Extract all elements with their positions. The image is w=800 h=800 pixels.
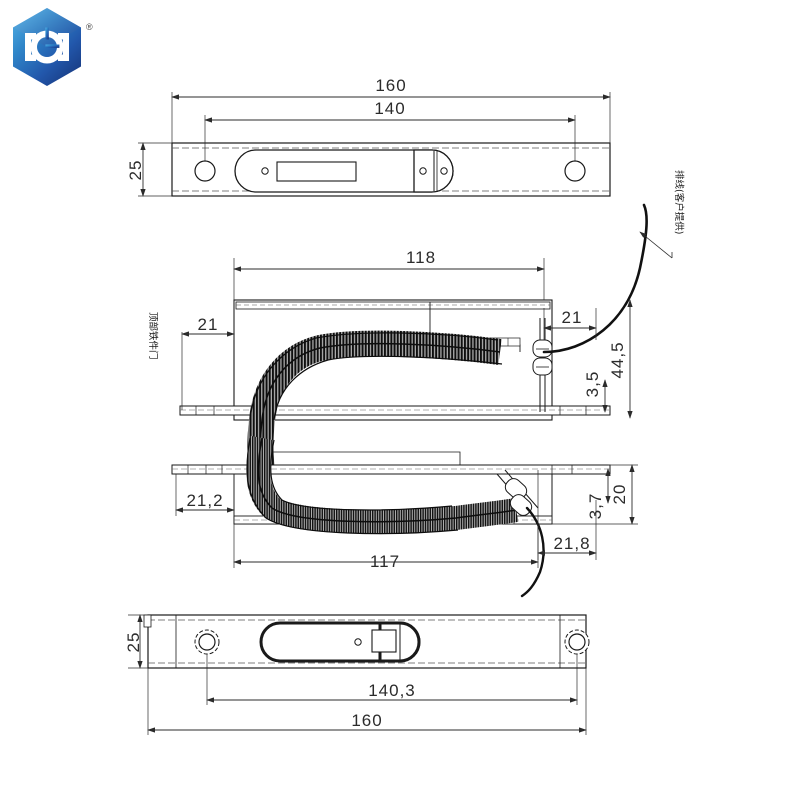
dim-140-3: 140,3 [206,654,578,705]
dim-label-25-bottom: 25 [124,632,143,653]
side-view-lower: 21,2 117 21,8 3,7 20 [171,435,638,598]
braided-cable-lower [246,435,519,535]
dim-label-140-3: 140,3 [368,681,416,700]
dim-label-140: 140 [374,99,405,118]
dim-label-44-5: 44,5 [608,341,627,378]
upper-bottom-rail [179,405,611,416]
cable-lead-lower [520,506,545,598]
side-view-upper: 118 21 21 44,5 3,5 排线(客户 [147,170,685,497]
hexagon-logo: ® [13,8,93,86]
dim-20: 20 [552,464,638,525]
dim-3-7: 3,7 [586,468,611,520]
bottom-boss-left [194,629,220,655]
top-view-pin-hole-left [261,167,269,175]
dim-25-top: 25 [126,142,172,197]
dim-25-bottom: 25 [124,614,152,669]
dim-label-21-2: 21,2 [186,491,223,510]
dim-118: 118 [233,248,545,300]
mounting-hole-right [564,160,586,182]
top-view-window [276,161,357,182]
bottom-view-window [371,629,397,653]
bottom-view-pin-hole [354,638,362,646]
annotation-top-plate-note: 顶部铁件门 [147,312,159,360]
registered-mark: ® [86,22,93,32]
dim-160-top: 160 [171,76,611,143]
dim-label-25-top: 25 [126,160,145,181]
top-view-pin-hole-right [440,167,448,175]
dim-21-right: 21 [543,308,597,340]
annotation-top-plate-note-text: 顶部铁件门 [147,312,159,360]
dim-label-21-right: 21 [562,308,583,327]
dim-3-5: 3,5 [583,371,608,413]
top-view: 160 140 25 [126,76,611,197]
dim-21-8: 21,8 [537,470,597,560]
annotation-cable-note-text: 排线(客户提供) [673,170,685,234]
logo-inner-glyph [25,27,69,64]
dim-21-left: 21 [181,300,235,410]
dim-44-5: 44,5 [608,299,633,419]
cable-lead-upper [542,203,648,354]
dim-label-117: 117 [370,552,400,571]
dim-label-160-top: 160 [375,76,406,95]
dim-label-3-7: 3,7 [586,493,605,520]
annotation-cable-note: 排线(客户提供) [639,170,685,259]
dim-label-160-bottom: 160 [351,711,382,730]
dim-140: 140 [204,99,576,161]
lower-top-rail [171,464,611,475]
bottom-boss-right [564,629,590,655]
bottom-view: 25 140,3 160 [124,614,590,735]
dim-21-2: 21,2 [175,474,235,516]
dim-label-118: 118 [406,248,436,267]
connector-detail-lower [496,469,539,516]
dim-label-21-8: 21,8 [553,534,590,553]
top-view-pin-hole-mid [419,167,427,175]
dim-label-3-5: 3,5 [583,371,602,398]
dim-label-21-left: 21 [198,315,219,334]
dim-160-bottom: 160 [147,668,587,735]
mounting-hole-left [194,160,216,182]
dim-label-20: 20 [610,484,629,505]
